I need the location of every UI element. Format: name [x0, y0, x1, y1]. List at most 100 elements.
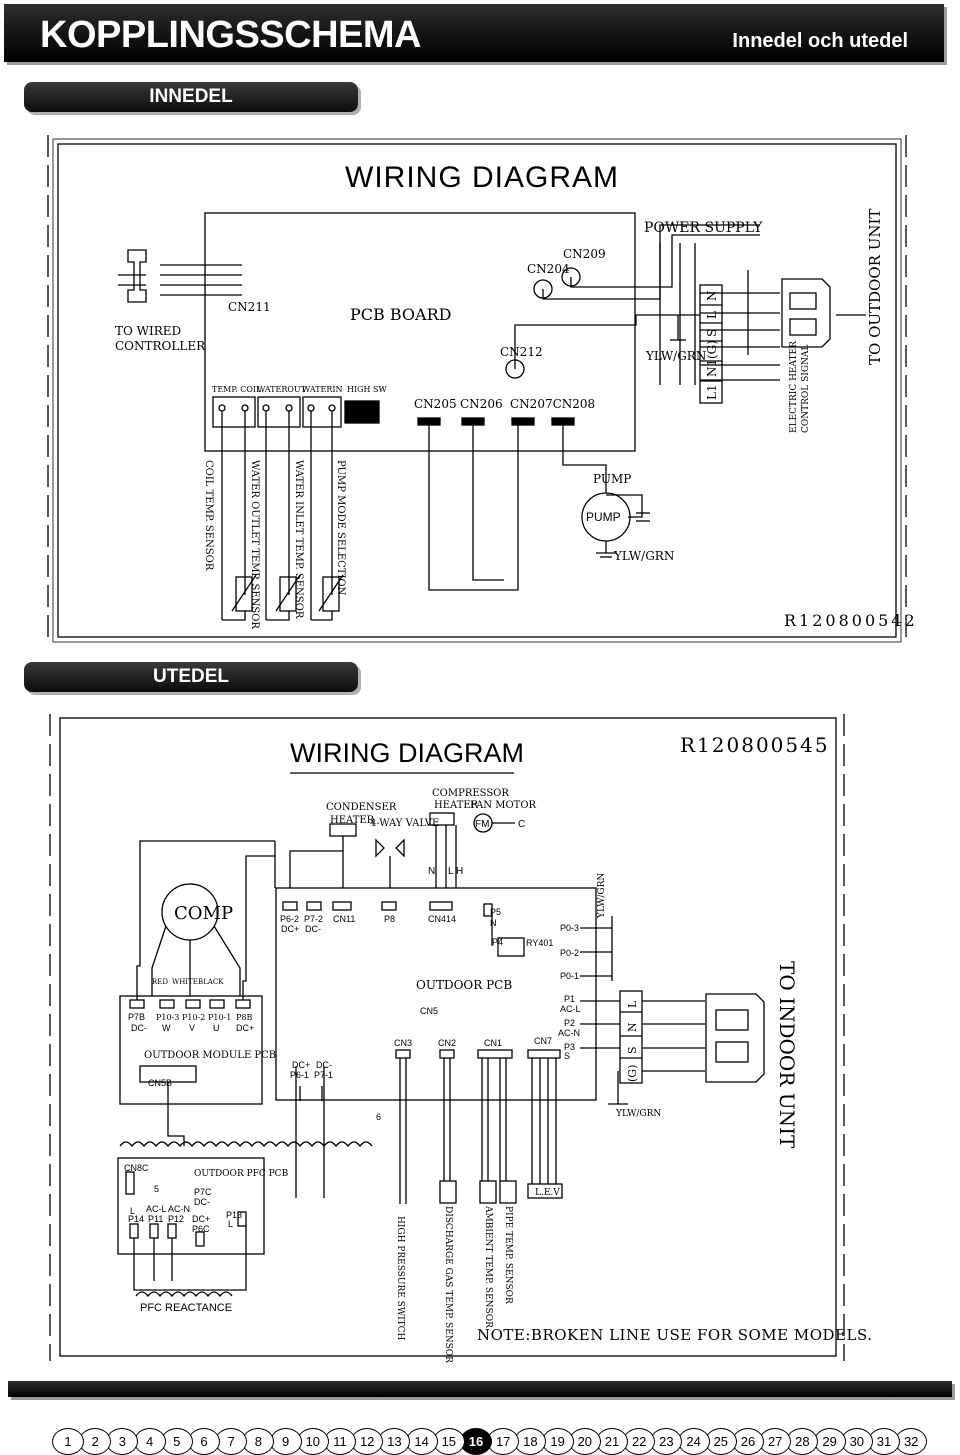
page-link-18[interactable]: 18: [514, 1428, 547, 1455]
p14-label: P14: [128, 1214, 144, 1224]
to-wired-label: TO WIRED: [115, 324, 181, 338]
waterin-label: WATERIN: [302, 385, 343, 394]
header-bar: KOPPLINGSSCHEMA Innedel och utedel: [4, 4, 944, 62]
cn7-label: CN7: [534, 1036, 552, 1046]
p62-sub: DC+: [281, 924, 299, 934]
page-link-31[interactable]: 31: [868, 1428, 900, 1455]
to-indoor-label: TO INDOOR UNIT: [775, 961, 799, 1149]
p11-label: P11: [148, 1214, 163, 1224]
p8b-label: P8B: [236, 1013, 252, 1022]
page-link-11[interactable]: 11: [324, 1428, 356, 1455]
condenser-label: CONDENSER: [326, 802, 397, 813]
p101-label: P10-1: [208, 1013, 231, 1022]
ylw-grn-top-label: YLW/GRN: [597, 873, 607, 919]
page-link-16[interactable]: 16: [460, 1428, 492, 1455]
p102-sub: V: [189, 1023, 195, 1033]
red-label: RED: [152, 978, 168, 986]
p01-label: P0-1: [560, 971, 579, 981]
outdoor-title: WIRING DIAGRAM: [290, 738, 524, 768]
black-label: BLACK: [198, 978, 224, 986]
page-link-25[interactable]: 25: [704, 1428, 737, 1455]
cn414-label: CN414: [428, 914, 456, 924]
p2-label: P2: [564, 1018, 575, 1028]
page-link-13[interactable]: 13: [378, 1428, 411, 1455]
p71-label: DC-: [316, 1060, 332, 1070]
p3-label: P3: [564, 1042, 575, 1052]
page-link-14[interactable]: 14: [405, 1428, 438, 1455]
p71-sub: P7-1: [314, 1070, 333, 1080]
p7b-sub: DC-: [131, 1023, 147, 1033]
pump-mode-label: PUMP MODE SELECTION: [335, 460, 346, 596]
h-label: H: [456, 866, 463, 877]
p61-sub: P6-1: [290, 1070, 309, 1080]
cn1-label: CN1: [484, 1038, 502, 1048]
p8-label: P8: [384, 914, 395, 924]
ylw-grn-bottom-label: YLW/GRN: [615, 1109, 661, 1119]
waterout-label: WATEROUT: [257, 385, 307, 394]
page-link-30[interactable]: 30: [840, 1428, 873, 1455]
page-link-19[interactable]: 19: [541, 1428, 574, 1455]
page-link-29[interactable]: 29: [813, 1428, 846, 1455]
cn5b-label: CN5B: [148, 1078, 172, 1088]
controller-label: CONTROLLER: [115, 339, 206, 353]
terminal-s: S: [705, 329, 719, 337]
pump-motor-label: PUMP: [586, 510, 621, 524]
p13-label: P13: [226, 1210, 242, 1220]
page-link-2[interactable]: 2: [79, 1428, 112, 1455]
page-link-28[interactable]: 28: [786, 1428, 819, 1455]
page-link-10[interactable]: 10: [296, 1428, 329, 1455]
valve-label: 4-WAY VALVE: [370, 818, 439, 829]
page-link-8[interactable]: 8: [242, 1428, 275, 1455]
wire-count-6: 6: [376, 1112, 381, 1122]
term-g-label: (G): [626, 1065, 639, 1082]
page-link-22[interactable]: 22: [623, 1428, 656, 1455]
page-link-26[interactable]: 26: [732, 1428, 764, 1455]
page-link-5[interactable]: 5: [160, 1428, 193, 1455]
cn207208-label: CN207CN208: [510, 397, 595, 411]
l-label: L: [448, 866, 454, 877]
p5-label: P5: [490, 907, 501, 917]
page-link-20[interactable]: 20: [568, 1428, 601, 1455]
page-link-3[interactable]: 3: [106, 1428, 139, 1455]
p7c-label: P7C: [194, 1187, 212, 1197]
terminal-n: N: [705, 291, 719, 302]
pump-label: PUMP: [593, 472, 631, 486]
p5n-label: N: [490, 918, 497, 928]
p102-label: P10-2: [182, 1013, 205, 1022]
page-link-4[interactable]: 4: [133, 1428, 166, 1455]
cn11-label: CN11: [333, 914, 355, 924]
section-label-outdoor: UTEDEL: [24, 662, 358, 692]
outdoor-wiring-diagram: WIRING DIAGRAM R120800545 CONDENSER HEAT…: [49, 714, 872, 1363]
page-link-6[interactable]: 6: [188, 1428, 220, 1455]
temp-coil-label: TEMP. COIL: [212, 385, 262, 394]
page-link-27[interactable]: 27: [759, 1428, 792, 1455]
cn3-label: CN3: [394, 1038, 412, 1048]
comp-label: COMP: [174, 903, 233, 924]
pfc-acl-label: AC-L: [146, 1204, 167, 1214]
page-link-24[interactable]: 24: [677, 1428, 710, 1455]
page-link-15[interactable]: 15: [432, 1428, 465, 1455]
p02-label: P0-2: [560, 948, 579, 958]
indoor-title: WIRING DIAGRAM: [345, 161, 619, 194]
ylw-grn-label: YLW/GRN: [645, 349, 706, 363]
page-link-23[interactable]: 23: [650, 1428, 683, 1455]
p8b-sub: DC+: [236, 1023, 254, 1033]
c-label: C: [518, 819, 525, 830]
page-link-9[interactable]: 9: [269, 1428, 302, 1455]
page-link-1[interactable]: 1: [52, 1428, 84, 1455]
cn5-label: CN5: [420, 1006, 438, 1016]
page-link-21[interactable]: 21: [596, 1428, 628, 1455]
discharge-label: DISCHARGE GAS TEMP. SENSOR: [443, 1206, 453, 1363]
ambient-label: AMBIENT TEMP. SENSOR: [483, 1205, 493, 1328]
fan-motor-label: FAN MOTOR: [470, 800, 537, 811]
pfc-reactance-label: PFC REACTANCE: [140, 1302, 232, 1314]
p1-label: P1: [564, 994, 575, 1004]
term-l-label: L: [626, 1000, 639, 1008]
to-outdoor-label: TO OUTDOOR UNIT: [866, 209, 884, 365]
p1-sub: AC-L: [560, 1004, 581, 1014]
p62-label: P6-2: [280, 914, 299, 924]
cn206-label: CN206: [460, 397, 503, 411]
water-inlet-sensor-label: WATER INLET TEMP. SENSOR: [293, 460, 304, 619]
outdoor-pcb-label: OUTDOOR PCB: [416, 978, 512, 992]
